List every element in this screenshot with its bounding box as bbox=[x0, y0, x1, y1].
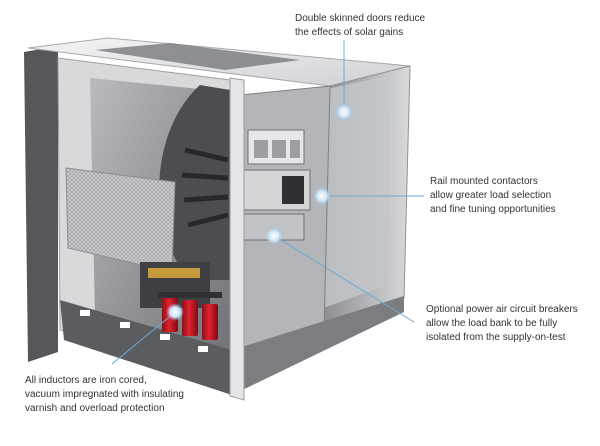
callout-contactors-line-3: and fine tuning opportunities bbox=[430, 204, 556, 215]
marker-doors bbox=[335, 103, 353, 121]
contactor-rail bbox=[239, 129, 311, 241]
callout-breakers: Optional power air circuit breakers allo… bbox=[426, 303, 578, 345]
cabinet-corner-post bbox=[229, 77, 245, 401]
callout-breakers-line-1: Optional power air circuit breakers bbox=[426, 304, 578, 315]
base-cutouts bbox=[80, 310, 208, 352]
inductor-2 bbox=[182, 300, 198, 336]
fan-housing bbox=[159, 85, 230, 280]
marker-breakers bbox=[265, 227, 283, 245]
marker-inductors bbox=[166, 303, 184, 321]
right-door-inner-skin bbox=[318, 76, 388, 310]
cabinet bbox=[24, 37, 411, 401]
fan-blades bbox=[181, 147, 229, 228]
callout-markers bbox=[166, 103, 353, 321]
cabinet-base-right bbox=[232, 296, 404, 395]
leader-line-inductors bbox=[111, 312, 175, 365]
callout-doors-line-1: Double skinned doors reduce bbox=[295, 13, 426, 24]
callout-doors-line-2: the effects of solar gains bbox=[295, 27, 404, 38]
leader-line-breakers bbox=[275, 236, 415, 323]
callout-contactors-line-1: Rail mounted contactors bbox=[430, 176, 538, 187]
inductor-3 bbox=[202, 304, 218, 340]
marker-contactors bbox=[313, 187, 331, 205]
callout-inductors-line-3: varnish and overload protection bbox=[25, 403, 165, 414]
cabinet-left-panel bbox=[24, 46, 58, 362]
callout-breakers-line-2: allow the load bank to be fully bbox=[426, 318, 558, 329]
callout-breakers-line-3: isolated from the supply-on-test bbox=[426, 332, 566, 343]
callout-contactors-line-2: allow greater load selection bbox=[430, 190, 552, 201]
callout-contactors: Rail mounted contactors allow greater lo… bbox=[430, 175, 556, 217]
callout-inductors-line-1: All inductors are iron cored, bbox=[25, 375, 147, 386]
leader-lines bbox=[111, 40, 424, 365]
callout-inductors-line-2: vacuum impregnated with insulating bbox=[25, 389, 184, 400]
roof-vent-grille bbox=[95, 43, 300, 70]
callout-doors: Double skinned doors reduce the effects … bbox=[295, 12, 425, 40]
cabinet-base bbox=[60, 300, 232, 395]
callout-inductors: All inductors are iron cored, vacuum imp… bbox=[25, 374, 184, 416]
